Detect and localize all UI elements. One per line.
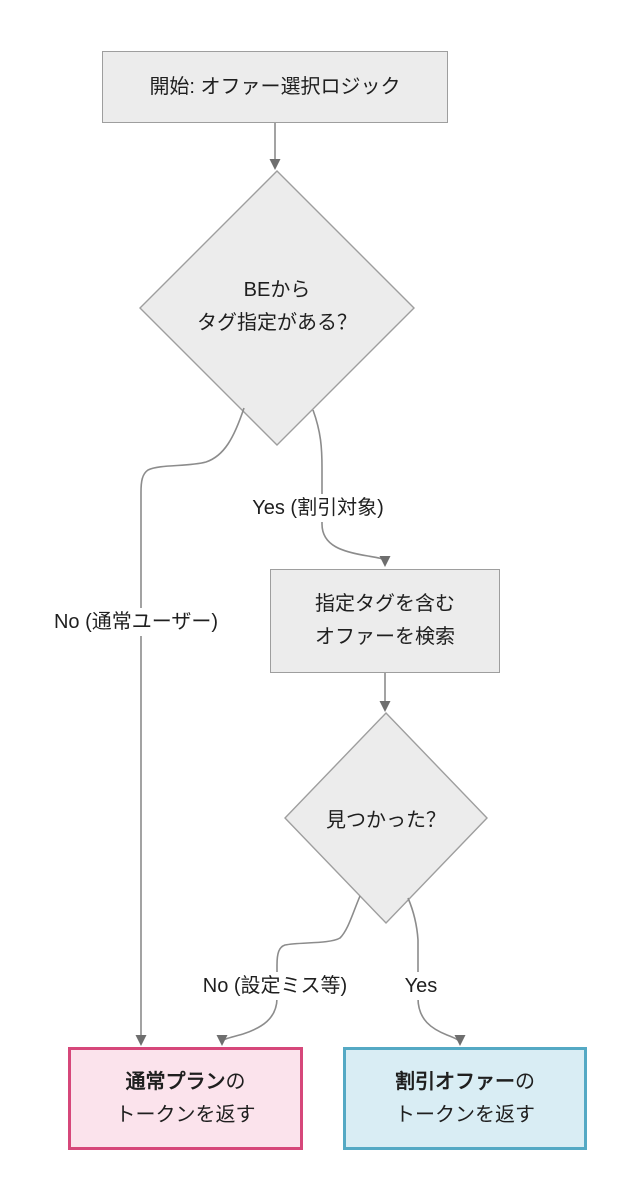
node-search-offers: 指定タグを含む オファーを検索 [270, 569, 500, 673]
arrowhead-config-to-normal [216, 1035, 228, 1046]
edge-tagcheck-no [140, 407, 245, 1038]
decision-tag-check [139, 170, 415, 446]
node-start: 開始: オファー選択ロジック [102, 51, 448, 123]
edge-label-yes-found: Yes [399, 972, 443, 1000]
discount-offer-label-suffix: の [515, 1070, 535, 1093]
arrowhead-to-tagcheck [269, 159, 281, 170]
discount-offer-label-line2: トークンを返す [395, 1103, 535, 1126]
search-label-line1: 指定タグを含む [315, 593, 455, 615]
found-check-label-text: 見つかった？ [326, 809, 446, 832]
arrowhead-yes-to-discount [454, 1035, 466, 1046]
edge-tagcheck-yes [312, 409, 386, 562]
arrowhead-to-search [379, 556, 391, 567]
discount-offer-label-bold: 割引オファー [395, 1070, 515, 1093]
tag-check-label-line1: BEから [243, 279, 311, 301]
node-normal-plan: 通常プランの トークンを返す [68, 1047, 303, 1150]
arrowhead-no-to-normal [135, 1035, 147, 1046]
edge-label-no-config-error: No (設定ミス等) [197, 972, 353, 1000]
normal-plan-label-line2: トークンを返す [115, 1103, 256, 1126]
node-discount-offer: 割引オファーの トークンを返す [343, 1047, 587, 1150]
search-label-line2: オファーを検索 [315, 626, 455, 648]
normal-plan-label-line1: 通常プランの [126, 1066, 246, 1099]
edge-label-no-normal-user: No (通常ユーザー) [48, 608, 224, 636]
discount-offer-label-line1: 割引オファーの [395, 1066, 535, 1099]
start-label: 開始: オファー選択ロジック [149, 75, 401, 98]
edge-foundcheck-yes [407, 897, 461, 1043]
normal-plan-label-bold: 通常プラン [125, 1070, 226, 1093]
tag-check-label: BEから タグ指定がある？ [197, 274, 357, 340]
edge-foundcheck-no [221, 895, 361, 1042]
normal-plan-label-suffix: の [225, 1070, 246, 1093]
edge-label-yes-discount: Yes (割引対象) [247, 494, 389, 522]
arrowhead-to-foundcheck [379, 701, 391, 712]
tag-check-label-line2: タグ指定がある？ [197, 312, 357, 334]
found-check-label: 見つかった？ [326, 805, 446, 838]
decision-found-check [284, 711, 488, 925]
